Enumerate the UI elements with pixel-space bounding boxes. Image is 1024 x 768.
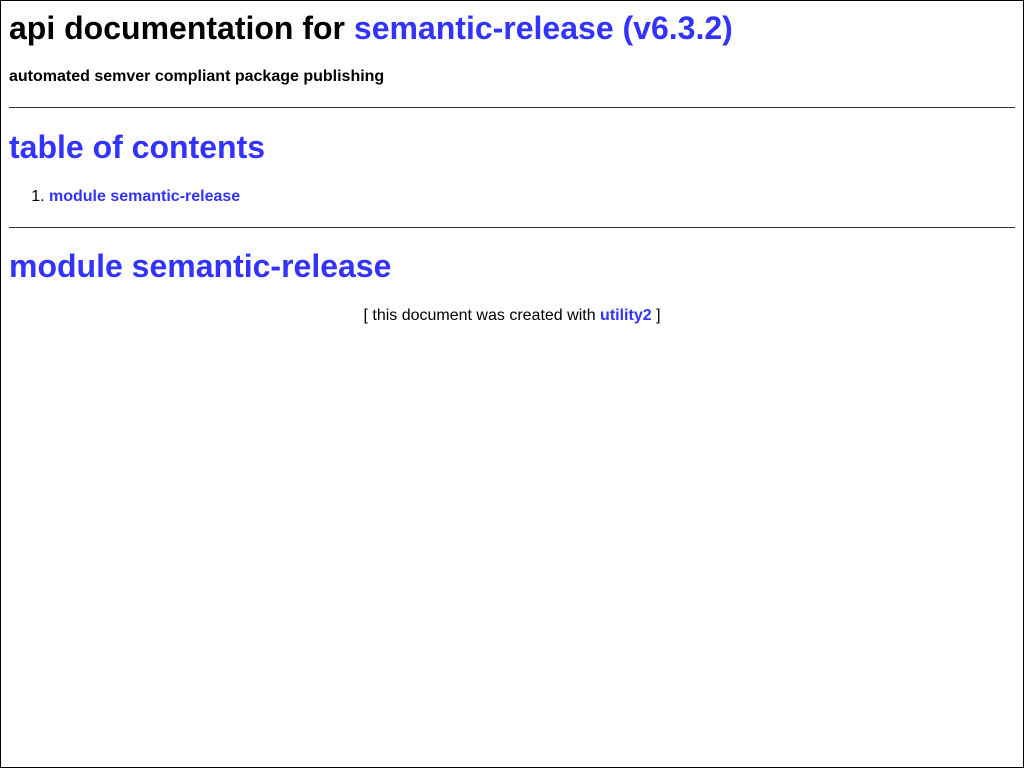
divider <box>9 107 1015 108</box>
module-heading-link[interactable]: module semantic-release <box>9 248 392 284</box>
page-title: api documentation for semantic-release (… <box>9 9 733 47</box>
utility2-link[interactable]: utility2 <box>600 307 652 324</box>
toc-item: module semantic-release <box>49 187 240 207</box>
footer: [ this document was created with utility… <box>1 306 1023 326</box>
toc-list: module semantic-release <box>9 187 240 207</box>
page-description: automated semver compliant package publi… <box>9 68 385 85</box>
footer-prefix: [ this document was created with <box>363 307 596 324</box>
footer-suffix: ] <box>656 307 661 324</box>
toc-heading[interactable]: table of contents <box>9 128 265 166</box>
toc-heading-link[interactable]: table of contents <box>9 129 266 165</box>
module-heading[interactable]: module semantic-release <box>9 247 391 285</box>
toc-item-link-module[interactable]: module semantic-release <box>49 188 241 205</box>
project-link[interactable]: semantic-release (v6.3.2) <box>353 10 733 46</box>
divider <box>9 227 1015 228</box>
page-title-prefix: api documentation for <box>9 10 345 46</box>
